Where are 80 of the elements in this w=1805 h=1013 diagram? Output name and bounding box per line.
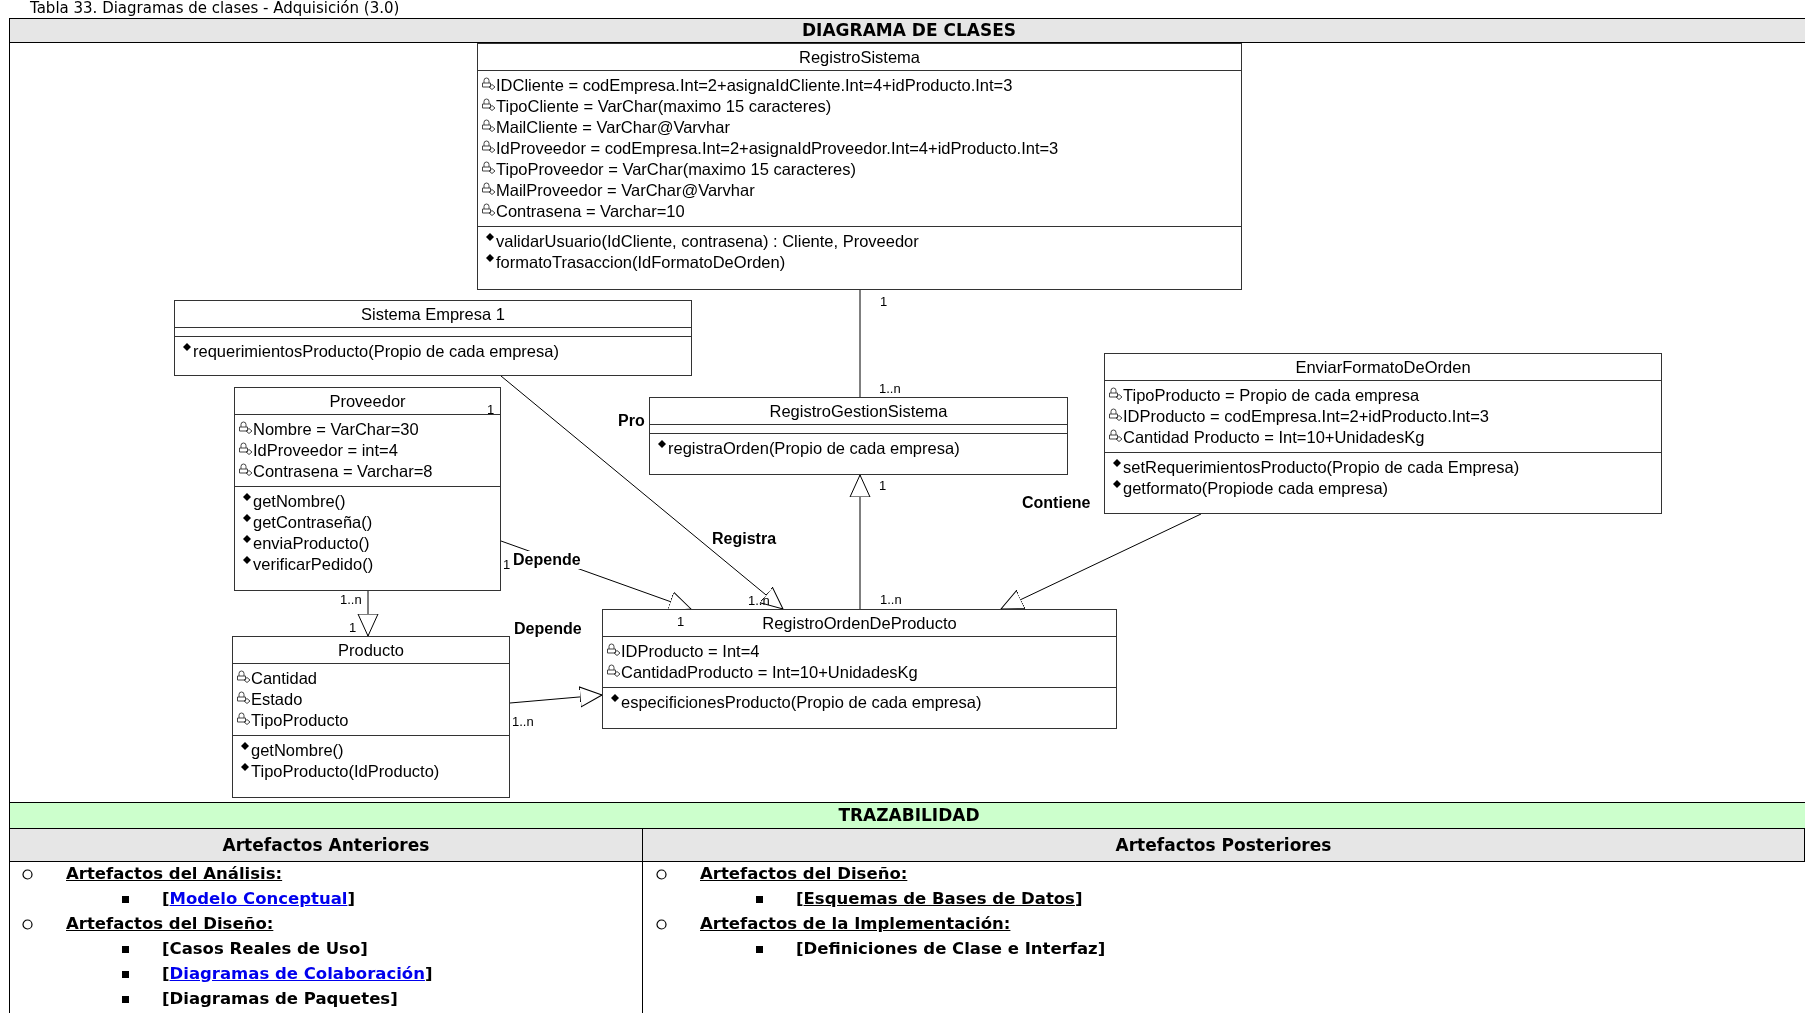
- attribute-text: IdProveedor = codEmpresa.Int=2+asignaIdProveedor.Int=4+idProducto.Int=3: [496, 138, 1059, 159]
- multiplicity-label: 1: [487, 402, 495, 417]
- multiplicity-label: 1..n: [340, 592, 362, 607]
- attribute-text: IDProducto = codEmpresa.Int=2+idProducto.Int=3: [1123, 406, 1489, 427]
- method-text: getformato(Propiode cada empresa): [1123, 478, 1389, 499]
- table-title: Tabla 33. Diagramas de clases - Adquisición (3.0): [30, 0, 400, 17]
- attribute-text: Contrasena = Varchar=8: [253, 461, 433, 482]
- attribute-text: MailCliente = VarChar@Varvhar: [496, 117, 730, 138]
- list-item-text: [Diagramas de Paquetes]: [162, 989, 398, 1009]
- attribute-text: IDCliente = codEmpresa.Int=2+asignaIdCliente.Int=4+idProducto.Int=3: [496, 75, 1013, 96]
- method-text: setRequerimientosProducto(Propio de cada Empresa): [1123, 457, 1520, 478]
- association-line: [859, 289, 861, 398]
- method-text: formatoTrasaccion(IdFormatoDeOrden): [496, 252, 786, 273]
- attribute-text: Cantidad Producto = Int=10+UnidadesKg: [1123, 427, 1425, 448]
- link: Diagramas de Colaboración: [169, 964, 425, 983]
- list-heading: Artefactos del Análisis:: [66, 864, 283, 884]
- multiplicity-label: 1: [880, 294, 888, 309]
- table-header: Artefactos Posteriores: [642, 828, 1805, 862]
- link: Esquemas de Bases de Datos: [803, 889, 1075, 908]
- table-header: DIAGRAMA DE CLASES: [9, 18, 1805, 43]
- class-box: [1104, 353, 1662, 514]
- attribute-text: CantidadProducto = Int=10+UnidadesKg: [621, 662, 918, 683]
- method-text: getContraseña(): [253, 512, 373, 533]
- attribute-text: TipoProducto = Propio de cada empresa: [1123, 385, 1420, 406]
- list-heading: Artefactos del Diseño:: [66, 914, 274, 934]
- list-heading: Artefactos de la Implementación:: [700, 914, 1011, 934]
- multiplicity-label: 1..n: [512, 714, 534, 729]
- attribute-text: MailProveedor = VarChar@Varvhar: [496, 180, 755, 201]
- edge-label: Registra: [712, 530, 777, 548]
- generalization-arrow: [849, 474, 871, 610]
- method-text: requerimientosProducto(Propio de cada empresa): [193, 341, 559, 362]
- multiplicity-label: 1: [677, 614, 685, 629]
- multiplicity-label: 1..n: [748, 593, 770, 608]
- list-item-text: [Casos Reales de Uso]: [162, 939, 368, 959]
- class-box: [174, 300, 692, 376]
- list-heading: Artefactos del Diseño:: [700, 864, 908, 884]
- table-header: Artefactos Anteriores: [9, 828, 643, 862]
- class-box: [649, 397, 1068, 475]
- class-box: [232, 636, 510, 798]
- method-text: verificarPedido(): [253, 554, 374, 575]
- class-name: RegistroGestionSistema: [650, 398, 1067, 425]
- class-name: Producto: [233, 637, 509, 664]
- method-text: registraOrden(Propio de cada empresa): [668, 438, 960, 459]
- generalization-arrow: [1000, 513, 1202, 610]
- edge-label: Depende: [514, 620, 582, 638]
- list-item-text: [Modelo Conceptual]: [162, 889, 355, 909]
- method-text: getNombre(): [251, 740, 344, 761]
- class-box: [602, 609, 1117, 729]
- edge-label: Depende: [513, 551, 581, 569]
- attribute-text: Nombre = VarChar=30: [253, 419, 419, 440]
- attribute-text: TipoCliente = VarChar(maximo 15 caracteres): [496, 96, 832, 117]
- multiplicity-label: 1: [349, 620, 357, 635]
- method-text: TipoProducto(IdProducto): [251, 761, 440, 782]
- attribute-text: Cantidad: [251, 668, 318, 689]
- multiplicity-label: 1: [503, 557, 511, 572]
- multiplicity-label: 1..n: [880, 592, 902, 607]
- method-text: especificionesProducto(Propio de cada empresa): [621, 692, 982, 713]
- attribute-text: IdProveedor = int=4: [253, 440, 398, 461]
- class-name: RegistroSistema: [478, 44, 1241, 71]
- link: Modelo Conceptual: [169, 889, 348, 908]
- method-text: enviaProducto(): [253, 533, 370, 554]
- attribute-text: IDProducto = Int=4: [621, 641, 760, 662]
- generalization-arrow: [357, 590, 379, 637]
- multiplicity-label: 1: [879, 478, 887, 493]
- list-item-text: [Esquemas de Bases de Datos]: [796, 889, 1083, 909]
- method-text: validarUsuario(IdCliente, contrasena) : Cliente, Proveedor: [496, 231, 919, 252]
- method-text: getNombre(): [253, 491, 346, 512]
- list-item-text: [Definiciones de Clase e Interfaz]: [796, 939, 1106, 959]
- multiplicity-label: 1..n: [879, 381, 901, 396]
- class-name: Sistema Empresa 1: [175, 301, 691, 328]
- class-box: [477, 43, 1242, 290]
- attribute-text: TipoProveedor = VarChar(maximo 15 caracteres): [496, 159, 856, 180]
- list-item-text: [Diagramas de Colaboración]: [162, 964, 433, 984]
- attribute-text: Estado: [251, 689, 303, 710]
- class-box: [234, 387, 501, 591]
- attribute-text: Contrasena = Varchar=10: [496, 201, 685, 222]
- table-header: TRAZABILIDAD: [9, 802, 1805, 829]
- generalization-arrow: [509, 686, 603, 708]
- class-name: EnviarFormatoDeOrden: [1105, 354, 1661, 381]
- attribute-text: TipoProducto: [251, 710, 349, 731]
